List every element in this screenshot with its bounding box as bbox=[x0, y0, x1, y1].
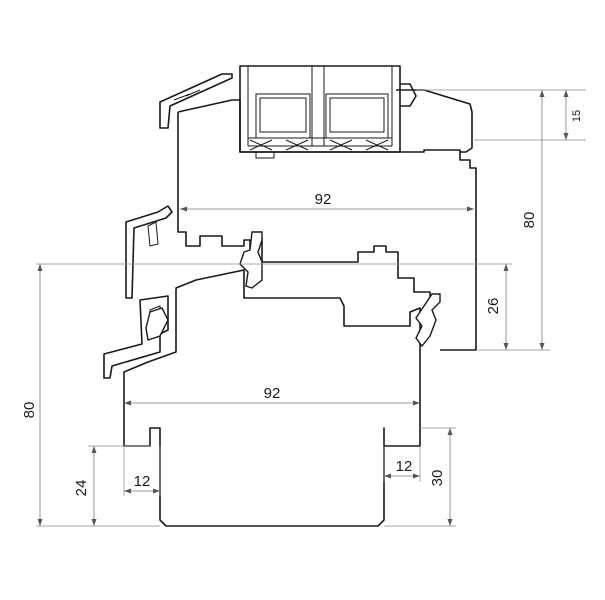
dimension-overlap-label: 26 bbox=[485, 298, 502, 315]
dimension-left-rebate-depth-label: 24 bbox=[73, 480, 90, 497]
glazing-unit bbox=[239, 65, 401, 159]
dimension-right-rebate-width: 12 bbox=[383, 446, 421, 482]
dimension-overlap: 26 bbox=[36, 263, 512, 350]
dimension-frame-width-label: 92 bbox=[264, 385, 281, 402]
dimension-right-rebate-width-label: 12 bbox=[396, 458, 413, 475]
dimension-frame-height-label: 80 bbox=[21, 402, 38, 419]
dimension-left-rebate-width-label: 12 bbox=[134, 473, 151, 490]
dimension-sash-height-label: 80 bbox=[521, 212, 538, 229]
dimension-right-rebate-depth: 30 bbox=[384, 427, 456, 527]
dimension-top-offset: 15 bbox=[416, 89, 586, 141]
dimension-top-offset-label: 15 bbox=[571, 110, 583, 122]
dimension-sash-height: 80 bbox=[478, 90, 550, 351]
dimension-left-rebate-width: 12 bbox=[123, 446, 161, 496]
gaskets bbox=[145, 231, 441, 348]
dimension-right-rebate-depth-label: 30 bbox=[429, 470, 446, 487]
dimension-sash-width-label: 92 bbox=[315, 191, 332, 208]
dimension-sash-width: 92 bbox=[180, 191, 474, 212]
dimension-frame-width: 92 bbox=[124, 385, 420, 406]
dimension-frame-height: 80 bbox=[21, 264, 160, 527]
sash-profile bbox=[159, 65, 477, 351]
dimension-left-rebate-depth: 24 bbox=[73, 445, 150, 526]
